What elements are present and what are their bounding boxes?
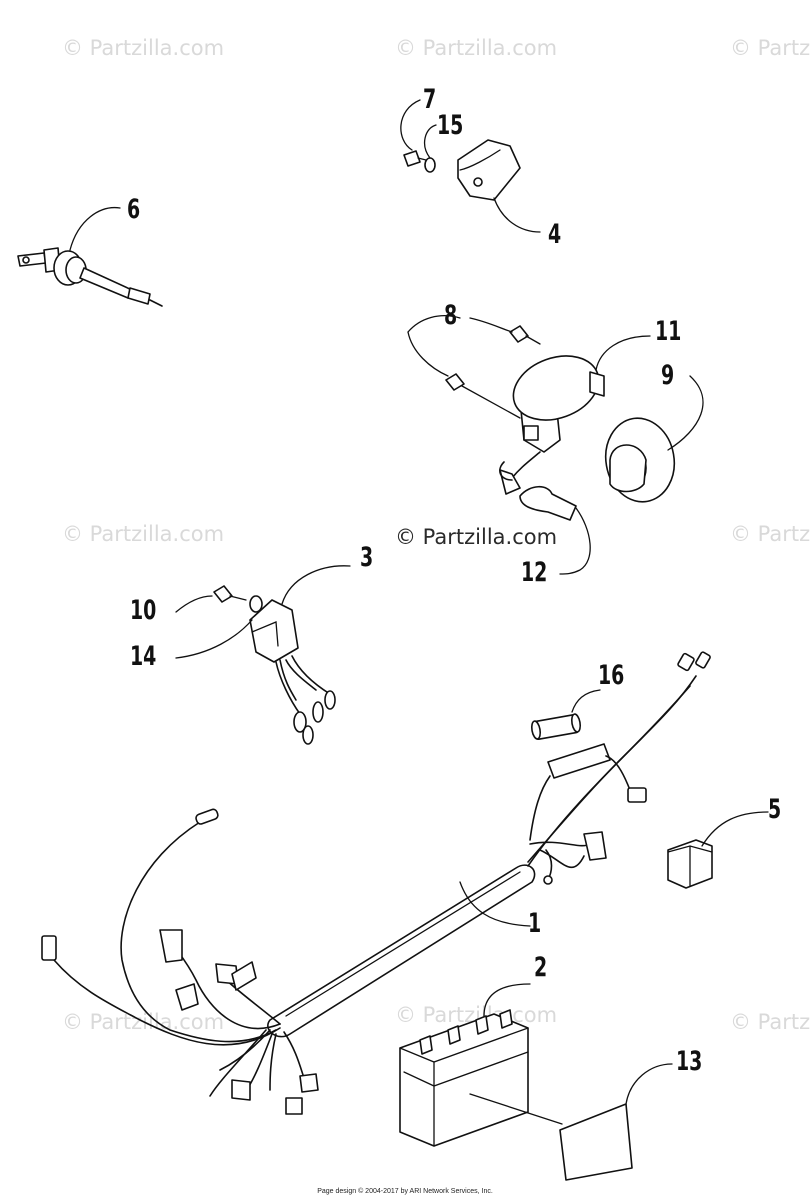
- watermark: © Partz: [730, 522, 810, 546]
- spark-plug-cap-part-12: [499, 461, 591, 575]
- callout-14: 14: [130, 641, 157, 672]
- wiring-harness-part-1: [41, 651, 711, 1115]
- watermark: © Partzilla.com: [62, 522, 225, 546]
- callout-11: 11: [655, 316, 682, 347]
- callout-9: 9: [661, 360, 675, 391]
- cover-part-4: [457, 139, 541, 233]
- callout-8: 8: [444, 300, 458, 331]
- key-switch-part-6: [17, 207, 163, 307]
- callout-2: 2: [534, 952, 548, 983]
- label-part-13: [559, 1063, 673, 1181]
- callout-4: 4: [548, 219, 562, 250]
- washer-part-15: [423, 124, 437, 173]
- watermark: © Partz: [730, 1010, 810, 1034]
- battery-part-2: [399, 983, 563, 1147]
- callout-7: 7: [423, 84, 437, 115]
- callout-6: 6: [127, 194, 141, 225]
- callout-16: 16: [598, 660, 625, 691]
- callout-3: 3: [360, 542, 374, 573]
- bolts-part-8: [407, 315, 541, 419]
- watermark: © Partzilla.com: [62, 36, 225, 60]
- rubber-cap-part-9: [604, 375, 704, 503]
- watermark: © Partzilla.com: [395, 525, 558, 549]
- watermark: © Partzilla.com: [395, 36, 558, 60]
- watermark: © Partz: [730, 36, 810, 60]
- callout-13: 13: [676, 1046, 703, 1077]
- fuse-part-16: [530, 689, 601, 741]
- ignition-coil-part-11: [511, 335, 651, 479]
- callout-5: 5: [768, 794, 782, 825]
- cdi-unit-part-3: [249, 565, 351, 745]
- callout-12: 12: [521, 557, 548, 588]
- screw-part-10: [175, 585, 247, 613]
- callout-1: 1: [528, 908, 542, 939]
- relay-part-5: [667, 811, 769, 889]
- washer-part-14: [175, 595, 263, 659]
- callout-10: 10: [130, 595, 157, 626]
- footer-copyright: Page design © 2004-2017 by ARI Network S…: [317, 1188, 493, 1195]
- callout-15: 15: [437, 110, 464, 141]
